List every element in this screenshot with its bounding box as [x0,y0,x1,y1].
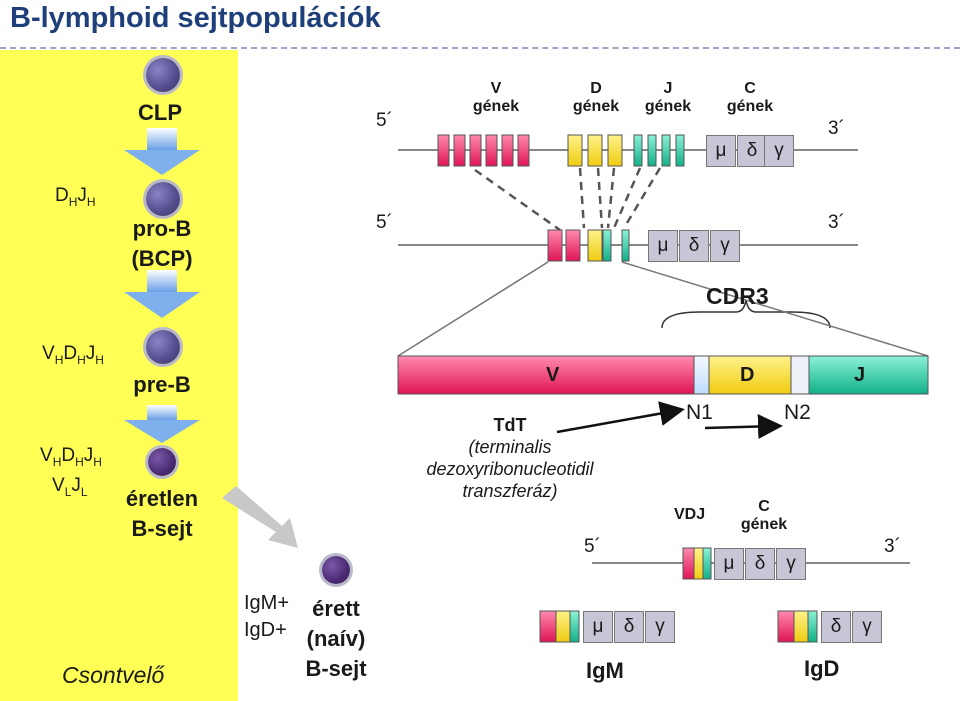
igm-delta-box: δ [614,611,644,643]
dj-v-segment [547,229,563,262]
development-arrow-3 [124,405,200,443]
vdj-mu-box: μ [714,548,744,580]
vdj-bar-d-label: D [740,364,755,386]
vdj-bar-v-label: V [546,364,560,386]
vdj-delta-box: δ [745,548,775,580]
pre-b-cell [146,330,180,364]
label-vh-dh-jh-vl-jl: VHDHJH VLJL [40,445,102,499]
expansion-line-left [397,261,549,357]
cdr3-label: CDR3 [706,283,769,309]
dj-gamma-box: γ [710,230,740,262]
label-vh-dh-jh: VHDHJH [42,343,104,367]
label-dh-jh: DHJH [55,185,96,209]
igm-d-segment [555,610,571,643]
stage-pro-b: pro-B (BCP) [131,216,193,271]
tdt-label: TdT (terminalis dezoxyribonucleotidil tr… [426,415,594,501]
vdj-bar-j [808,355,929,395]
j-gene-segments [633,134,685,167]
vdj-bar-j-label: J [854,364,866,386]
tdt-arrow-n1 [556,401,685,434]
immature-b-cell [148,448,176,476]
vdj-bar-d [708,355,792,395]
dj-d-segment [587,229,603,262]
development-arrow-1 [124,128,200,175]
stage-pre-b: pre-B [133,372,191,397]
vdj-gamma-box: γ [776,548,806,580]
igm-gamma-box: γ [645,611,675,643]
vdj-label: VDJ [674,506,706,523]
dj-j-segment [602,229,612,262]
mature-b-cell [322,556,350,584]
v-gene-segments [437,134,530,167]
title-divider [0,47,960,49]
tdt-arrow-n2 [704,414,783,440]
germline-5-prime: 5´ [376,110,393,131]
germline-mu-box: μ [706,135,736,167]
germline-3-prime: 3´ [828,118,845,139]
bone-marrow-panel [0,50,238,701]
recombination-dashes [474,167,662,232]
vdj-d-segment [693,547,704,580]
dj-v-segment [565,229,581,262]
n1-label: N1 [686,401,713,424]
igm-v-segment [539,610,557,643]
expansion-line-right [621,261,929,357]
vdj-bar-v [397,355,695,395]
igm-mu-box: μ [583,611,613,643]
igm-j-segment [569,610,580,643]
igd-label: IgD [804,656,840,681]
stage-mature-b: érett (naív) B-sejt [305,596,367,681]
bone-marrow-label: Csontvelő [62,662,165,688]
igd-v-segment [777,610,795,643]
dj-5-prime: 5´ [376,212,393,233]
igd-delta-box: δ [821,611,851,643]
vdj-bar-n1 [693,355,710,395]
igm-label: IgM [586,658,624,683]
igd-j-segment [807,610,818,643]
dj-mu-box: μ [648,230,678,262]
dj-delta-box: δ [679,230,709,262]
germline-delta-box: δ [737,135,767,167]
stage-clp: CLP [138,100,182,125]
page-title: B-lymphoid sejtpopulációk [10,2,381,34]
dj-3-prime: 3´ [828,212,845,233]
n2-label: N2 [784,401,811,424]
vdj-v-segment [682,547,695,580]
vdj-bar-n2 [790,355,810,395]
vdj-3-prime: 3´ [884,536,901,557]
germline-gamma-box: γ [764,135,794,167]
d-gene-segments [567,134,623,167]
stage-immature-b: éretlen B-sejt [125,486,199,541]
surface-markers: IgM+ IgD+ [244,592,290,641]
maturation-arrow [222,486,298,548]
igd-d-segment [793,610,809,643]
vdj-j-segment [702,547,712,580]
clp-cell [146,58,180,92]
vdj-5-prime: 5´ [584,536,601,557]
pro-b-cell [146,182,180,216]
development-arrow-2 [124,270,200,318]
dj-j-segment [621,229,630,262]
igd-gamma-box: γ [852,611,882,643]
